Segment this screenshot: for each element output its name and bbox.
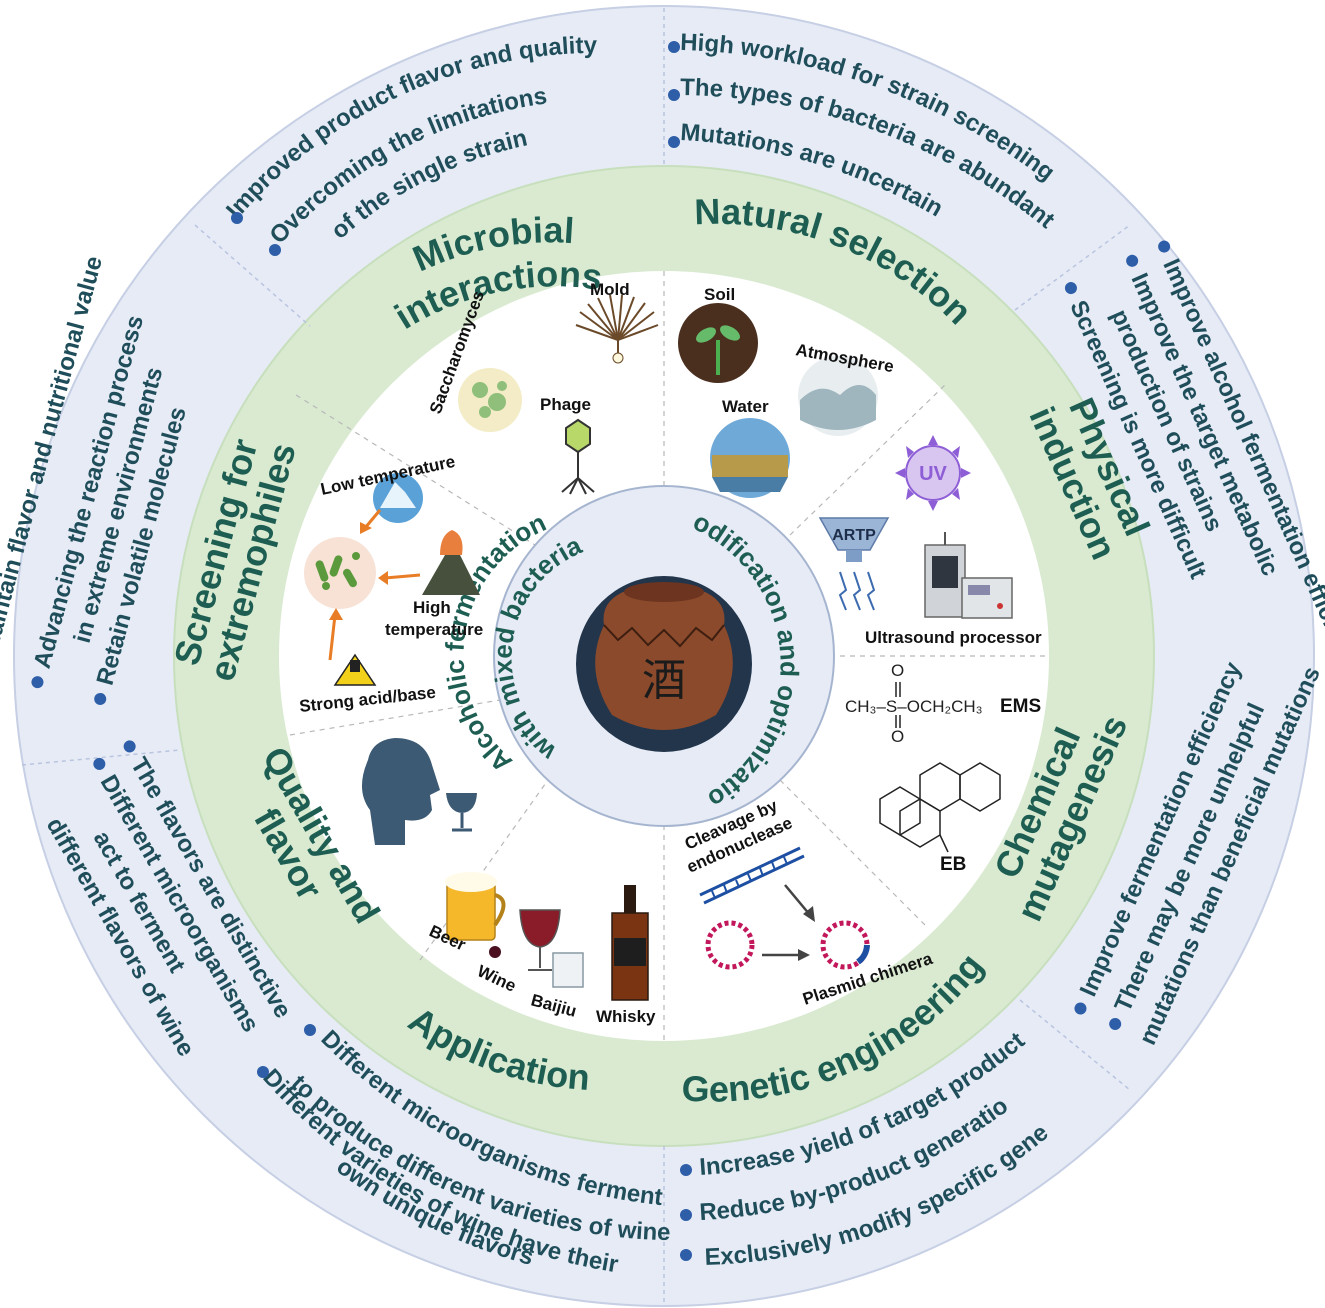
- ultrasound-label: Ultrasound processor: [865, 628, 1042, 647]
- ems-label: EMS: [1000, 696, 1041, 717]
- mold-icon: [575, 294, 659, 364]
- baijiu-icon: [552, 952, 584, 988]
- bullet-tr-3: [668, 136, 680, 148]
- bullet-ru-2: [1126, 254, 1139, 267]
- bullet-bl-1: [304, 1024, 316, 1036]
- bullet-br-1: [680, 1164, 692, 1176]
- artp-icon: ARTP: [818, 517, 890, 611]
- iceberg-icon: [373, 473, 423, 523]
- phage-icon: [561, 418, 595, 495]
- high-temp-label-1: High: [413, 598, 451, 617]
- bullet-ll-1: [123, 740, 136, 753]
- bullet-tl-1: [231, 212, 243, 224]
- whisky-icon: [611, 885, 649, 1001]
- outer-dividers: [21, 8, 1131, 1304]
- ems-formula: CH₃–S–OCH₂CH₃: [845, 697, 983, 716]
- bullet-bl-2: [257, 1066, 269, 1078]
- atmosphere-icon: [798, 356, 878, 436]
- soil-label: Soil: [704, 285, 735, 304]
- volcano-icon: [422, 530, 480, 595]
- bullet-ru-1: [1158, 240, 1171, 253]
- arrow-plasmid-head: [798, 949, 810, 961]
- plasmid-icon-right: [820, 920, 870, 970]
- microbe-cluster-icon: [304, 537, 376, 609]
- arrow-heads-extremophile: [329, 522, 388, 620]
- ems-oxygen-bottom: O: [891, 727, 904, 746]
- arrow-cleavage-head: [803, 906, 815, 922]
- uv-label: UV: [919, 463, 947, 485]
- ems-oxygen-top: O: [891, 661, 904, 680]
- water-icon: [710, 418, 790, 498]
- bullet-ru-3: [1064, 282, 1077, 295]
- bullet-rl-1: [1074, 1002, 1087, 1015]
- bullet-lu-2: [31, 676, 44, 689]
- jar-character: 酒: [642, 655, 686, 706]
- bullet-tr-2: [668, 89, 680, 101]
- jar-icon: 酒: [576, 576, 752, 752]
- wine-icon: [489, 909, 561, 971]
- bullet-tl-2: [269, 244, 281, 256]
- acid-hazard-icon: [333, 653, 377, 686]
- ems-structure: O O CH₃–S–OCH₂CH₃: [845, 661, 983, 746]
- bullet-br-3: [680, 1249, 692, 1261]
- eb-structure: [879, 762, 1001, 853]
- plasmid-icon-left: [705, 920, 755, 970]
- bullet-rl-2: [1109, 1017, 1122, 1030]
- mold-label: Mold: [590, 280, 630, 299]
- soil-icon: [678, 303, 758, 383]
- person-tasting-icon: [361, 738, 477, 845]
- high-temp-label-2: temperature: [385, 620, 483, 639]
- eb-label: EB: [940, 854, 966, 875]
- bullet-tr-1: [668, 41, 680, 53]
- artp-label: ARTP: [832, 527, 876, 544]
- uv-icon: UV: [895, 435, 971, 511]
- bullet-lu-3: [94, 692, 107, 705]
- arrow-cleavage: [784, 884, 811, 916]
- whisky-label: Whisky: [596, 1007, 656, 1026]
- dna-icon: [699, 846, 805, 905]
- beer-icon: [445, 872, 506, 941]
- saccharomyces-icon: [458, 368, 522, 432]
- phage-label: Phage: [540, 395, 591, 414]
- water-label: Water: [722, 397, 769, 416]
- ultrasound-processor-icon: [924, 532, 1013, 619]
- bullet-br-2: [680, 1209, 692, 1221]
- inner-dividers: [289, 271, 1049, 1041]
- bullet-ll-2: [93, 757, 106, 770]
- arrows-extremophile: [328, 509, 421, 661]
